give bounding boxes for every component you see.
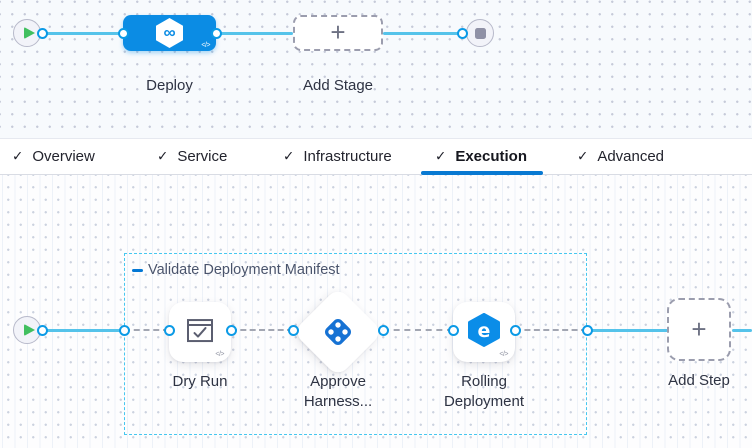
play-icon (23, 27, 35, 39)
step-node-dry-run[interactable]: </> (169, 302, 231, 362)
tab-advanced[interactable]: ✓ Advanced (577, 139, 664, 174)
execution-graph-canvas[interactable]: Validate Deployment Manifest </> Dry Run (0, 175, 752, 448)
collapse-group-icon[interactable] (132, 268, 143, 272)
check-icon: ✓ (283, 148, 295, 163)
pipeline-start-node[interactable] (13, 19, 41, 47)
stage-graph-canvas[interactable]: ∞ </> Deploy + Add Stage (0, 0, 752, 139)
tab-infrastructure[interactable]: ✓ Infrastructure (283, 139, 392, 174)
approval-out-port[interactable] (377, 324, 389, 336)
step-connector-dashed (231, 329, 293, 331)
tab-label: Overview (32, 148, 95, 165)
add-step-button[interactable]: + (667, 298, 731, 361)
stage-connector (216, 31, 293, 35)
tab-label: Service (177, 148, 228, 165)
execution-start-node[interactable] (13, 316, 41, 344)
tab-label: Advanced (597, 148, 665, 165)
stage-connector (383, 31, 462, 35)
tab-label: Infrastructure (303, 148, 392, 165)
rolling-deployment-icon: e (468, 312, 500, 347)
check-icon: ✓ (157, 148, 169, 163)
step-connector (732, 328, 752, 332)
start-out-port[interactable] (36, 324, 48, 336)
stage-connector (42, 31, 123, 35)
stage-label-deploy: Deploy (146, 77, 193, 94)
pipeline-end-node[interactable] (466, 19, 494, 47)
code-view-icon[interactable]: </> (499, 351, 508, 358)
group-in-port[interactable] (118, 324, 130, 336)
plus-icon: + (330, 17, 346, 47)
svg-text:e: e (478, 320, 491, 342)
start-out-port[interactable] (36, 27, 48, 39)
dry-run-icon (187, 319, 213, 343)
deploy-in-port[interactable] (117, 27, 129, 39)
add-step-label: Add Step (668, 372, 730, 389)
end-in-port[interactable] (456, 27, 468, 39)
step-group-validate-deployment-manifest (124, 253, 587, 435)
dry-run-out-port[interactable] (225, 324, 237, 336)
approval-in-port[interactable] (287, 324, 299, 336)
rolling-out-port[interactable] (509, 324, 521, 336)
step-node-rolling-deployment[interactable]: e </> (453, 302, 515, 362)
step-label-rolling-deployment: Rolling Deployment (443, 373, 525, 410)
check-icon: ✓ (577, 148, 589, 163)
step-group-header: Validate Deployment Manifest (132, 262, 340, 278)
tab-execution[interactable]: ✓ Execution (421, 139, 543, 175)
plus-icon: + (691, 313, 707, 344)
step-connector-dashed (515, 329, 587, 331)
stage-node-deploy[interactable]: ∞ </> (123, 15, 216, 51)
add-stage-label: Add Stage (302, 77, 374, 94)
step-connector-dashed (383, 329, 453, 331)
step-connector-dashed (124, 329, 169, 331)
group-out-port[interactable] (581, 324, 593, 336)
harness-infinity-icon: ∞ (156, 18, 183, 48)
check-icon: ✓ (435, 148, 447, 163)
add-stage-button[interactable]: + (293, 15, 383, 51)
code-view-icon[interactable]: </> (201, 42, 210, 49)
step-group-title: Validate Deployment Manifest (148, 262, 340, 278)
step-connector (42, 328, 124, 332)
tab-label: Execution (455, 148, 527, 165)
step-connector (587, 328, 668, 332)
play-icon (23, 324, 35, 336)
rolling-in-port[interactable] (447, 324, 459, 336)
step-label-dry-run: Dry Run (172, 373, 228, 390)
deploy-out-port[interactable] (210, 27, 222, 39)
tab-overview[interactable]: ✓ Overview (12, 139, 95, 174)
tab-service[interactable]: ✓ Service (157, 139, 227, 174)
dry-run-in-port[interactable] (163, 324, 175, 336)
step-label-approve-harness: Approve Harness... (303, 373, 373, 410)
harness-approval-icon (325, 319, 351, 345)
check-icon: ✓ (12, 148, 24, 163)
code-view-icon[interactable]: </> (215, 351, 224, 358)
stage-config-tabs: ✓ Overview ✓ Service ✓ Infrastructure ✓ … (0, 139, 752, 175)
stop-icon (474, 27, 486, 39)
